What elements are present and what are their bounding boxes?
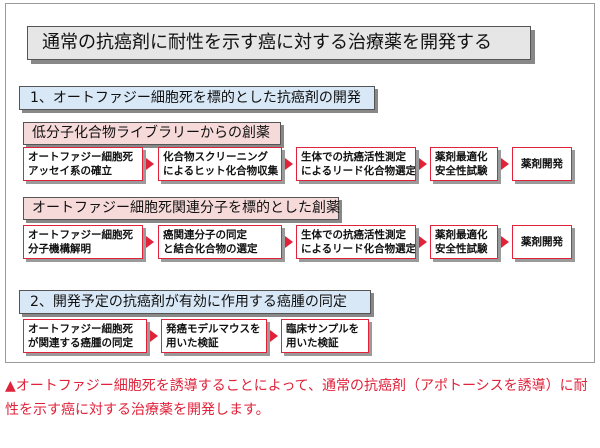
- subsection-2-heading: オートファジー細胞死関連分子を標的とした創薬: [23, 197, 340, 220]
- flow2-step-4: 薬剤最適化安全性試験: [430, 225, 498, 259]
- flow1-arrow-icon: [146, 158, 154, 170]
- flow2-step-3: 生体での抗癌活性測定によるリード化合物選定: [296, 225, 416, 259]
- flow1-step-2: 化合物スクリーニングによるヒット化合物収集: [158, 147, 282, 181]
- subsection-1-heading: 低分子化合物ライブラリーからの創薬: [23, 122, 281, 145]
- flow3-arrow-icon: [270, 330, 278, 342]
- flow2-arrow-icon: [419, 236, 427, 248]
- flow3-arrow-icon: [150, 330, 158, 342]
- diagram-title: 通常の抗癌剤に耐性を示す癌に対する治療薬を開発する: [27, 26, 531, 60]
- flow2-arrow-icon: [285, 236, 293, 248]
- flow3-step-1: オートファジー細胞死が関連する癌腫の同定: [23, 319, 147, 353]
- flow1-step-4: 薬剤最適化安全性試験: [430, 147, 498, 181]
- flow1-step-3: 生体での抗癌活性測定によるリード化合物選定: [296, 147, 416, 181]
- flow1-arrow-icon: [501, 158, 509, 170]
- flow1-arrow-icon: [419, 158, 427, 170]
- flow2-step-2: 癌関連分子の同定と結合化合物の選定: [158, 225, 282, 259]
- flow3-step-2: 発癌モデルマウスを用いた検証: [161, 319, 267, 353]
- figure-caption: ▲オートファジー細胞死を誘導することによって、通常の抗癌剤（アポトーシスを誘導）…: [5, 378, 588, 418]
- flow2-step-1: オートファジー細胞死分子機構解明: [23, 225, 143, 259]
- flow2-arrow-icon: [501, 236, 509, 248]
- flow1-step-1: オートファジー細胞死アッセイ系の確立: [23, 147, 143, 181]
- section-1-heading: 1、オートファジー細胞死を標的とした抗癌剤の開発: [19, 86, 375, 110]
- flow1-step-5: 薬剤開発: [512, 147, 572, 181]
- flow1-arrow-icon: [285, 158, 293, 170]
- flow3-step-3: 臨床サンプルを用いた検証: [281, 319, 369, 353]
- flow2-step-5: 薬剤開発: [512, 225, 572, 259]
- section-2-heading: 2、開発予定の抗癌剤が有効に作用する癌腫の同定: [19, 290, 371, 314]
- flow2-arrow-icon: [146, 236, 154, 248]
